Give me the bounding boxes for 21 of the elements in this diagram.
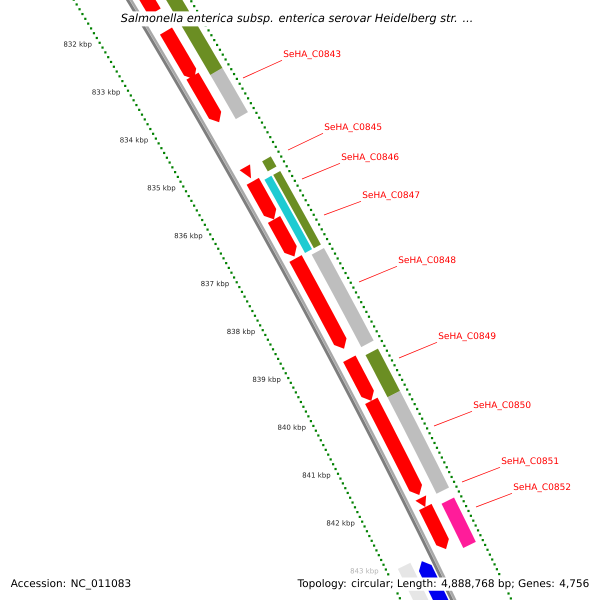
leader-line [462, 466, 500, 482]
gene-label: SeHA_C0852 [514, 483, 570, 492]
gene-label: SeHA_C0848 [398, 256, 456, 266]
leader-line [358, 266, 398, 282]
leader-line [398, 342, 438, 358]
gene-label: SeHA_C0850 [474, 401, 530, 410]
gene-label: SeHA_C0843 [284, 50, 340, 60]
title: Salmonella enterica subsp. enterica serovar Heidelberg str. ... [118, 11, 476, 26]
leader-line [288, 132, 324, 150]
gene-label: SeHA_C0849 [438, 332, 496, 342]
leader-line [434, 410, 472, 426]
gene-label: SeHA_C0846 [342, 153, 398, 162]
genome-info-label: Topology: circular; Length: 4,888,768 bp; Genes: 4,756 [296, 578, 591, 591]
gene-label: SeHA_C0847 [362, 191, 420, 200]
leader-line [324, 200, 362, 216]
leader-line [242, 60, 282, 78]
gene-label: SeHA_C0845 [324, 123, 382, 132]
leader-line [476, 492, 512, 508]
gene-label: SeHA_C0851 [502, 457, 558, 466]
leader-line [302, 162, 340, 180]
accession-label: Accession: NC_011083 [9, 578, 133, 591]
